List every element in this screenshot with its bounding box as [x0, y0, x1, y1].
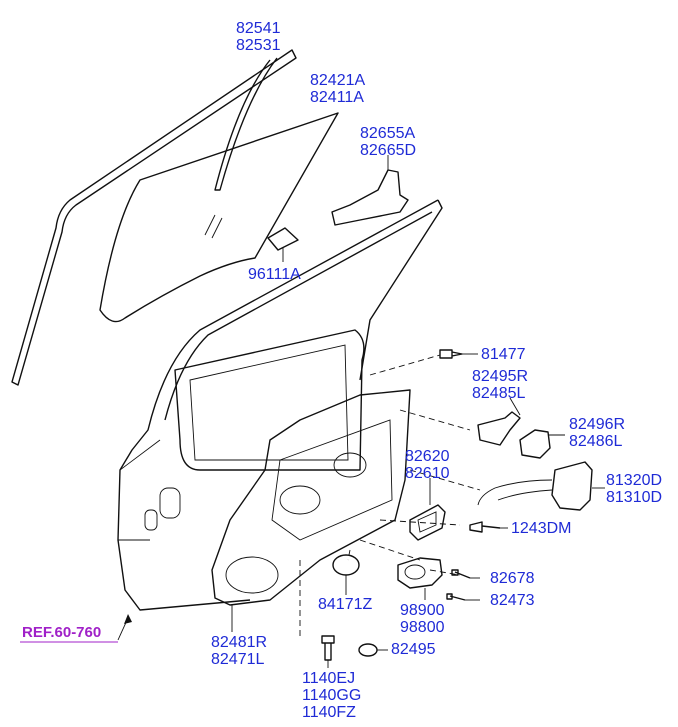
- label-line: 82411A: [310, 89, 364, 106]
- label-line: 1243DM: [511, 520, 572, 537]
- reference-arrow: [20, 614, 132, 643]
- label-line: 1140FZ: [302, 704, 356, 721]
- label-line: 82496R: [569, 416, 626, 433]
- regulator-motor: [397, 557, 443, 600]
- label-window-run: 82541 82531: [236, 20, 281, 54]
- label-lock-bracket: 82495R 82485L: [472, 368, 528, 402]
- label-line: 82481R: [211, 634, 268, 651]
- label-bolt-1243dm: 1243DM: [511, 520, 571, 537]
- window-run-channel: [11, 49, 297, 386]
- label-line: 82486L: [569, 433, 623, 450]
- label-door-latch: 81320D 81310D: [606, 472, 662, 506]
- glass-bracket: [331, 155, 409, 226]
- label-line: 82473: [490, 592, 535, 609]
- label-screw-82678: 82678: [490, 570, 535, 587]
- door-frame: [117, 199, 443, 611]
- label-line: 82541: [236, 20, 281, 37]
- label-line: 84171Z: [318, 596, 373, 613]
- door-latch: [477, 461, 605, 511]
- label-line: 81310D: [606, 489, 663, 506]
- label-line: 82421A: [310, 72, 366, 89]
- label-line: 1140EJ: [302, 670, 356, 687]
- label-glass-bracket: 82655A 82665D: [360, 125, 416, 159]
- label-lock-rod-holder: 82496R 82486L: [569, 416, 625, 450]
- label-line: 82495: [391, 641, 436, 658]
- label-screw-82473: 82473: [490, 592, 535, 609]
- label-module-panel: 82481R 82471L: [211, 634, 267, 668]
- label-oring: 82495: [391, 641, 436, 658]
- label-line: 98900: [400, 602, 445, 619]
- label-line: 82610: [405, 465, 450, 482]
- plug: [332, 554, 360, 595]
- door-module-panel: [211, 389, 411, 632]
- label-line: 1140GG: [302, 687, 362, 704]
- label-line: 82495R: [472, 368, 529, 385]
- label-line: 81320D: [606, 472, 663, 489]
- oring: [358, 643, 388, 657]
- label-line: 82620: [405, 448, 450, 465]
- screw-82473: [446, 593, 480, 601]
- label-door-glass: 82421A 82411A: [310, 72, 365, 106]
- label-line: 82531: [236, 37, 281, 54]
- label-screw-81477: 81477: [481, 346, 526, 363]
- label-delta-cover: 96111A: [248, 266, 301, 283]
- bolt-1243dm: [469, 521, 508, 533]
- label-inside-handle: 82620 82610: [405, 448, 450, 482]
- bolts-1140: [321, 635, 335, 668]
- reference-link[interactable]: REF.60-760: [22, 624, 102, 641]
- label-line: 82655A: [360, 125, 416, 142]
- label-line: 96111A: [248, 266, 301, 283]
- delta-cover: [267, 227, 299, 262]
- label-regulator-motor: 98900 98800: [400, 602, 445, 636]
- label-line: 82485L: [472, 385, 526, 402]
- label-bolts: 1140EJ 1140GG 1140FZ: [302, 670, 361, 721]
- lock-bracket: [477, 397, 521, 446]
- door-glass: [99, 112, 339, 323]
- label-line: 82665D: [360, 142, 417, 159]
- label-line: 82471L: [211, 651, 265, 668]
- screw-82678: [451, 569, 480, 579]
- label-line: 81477: [481, 346, 526, 363]
- inside-handle: [409, 478, 446, 541]
- label-plug: 84171Z: [318, 596, 372, 613]
- label-line: 98800: [400, 619, 445, 636]
- screw-81477: [439, 349, 478, 359]
- lock-rod-holder: [519, 429, 565, 459]
- label-line: 82678: [490, 570, 535, 587]
- assembly-lines: [299, 354, 481, 640]
